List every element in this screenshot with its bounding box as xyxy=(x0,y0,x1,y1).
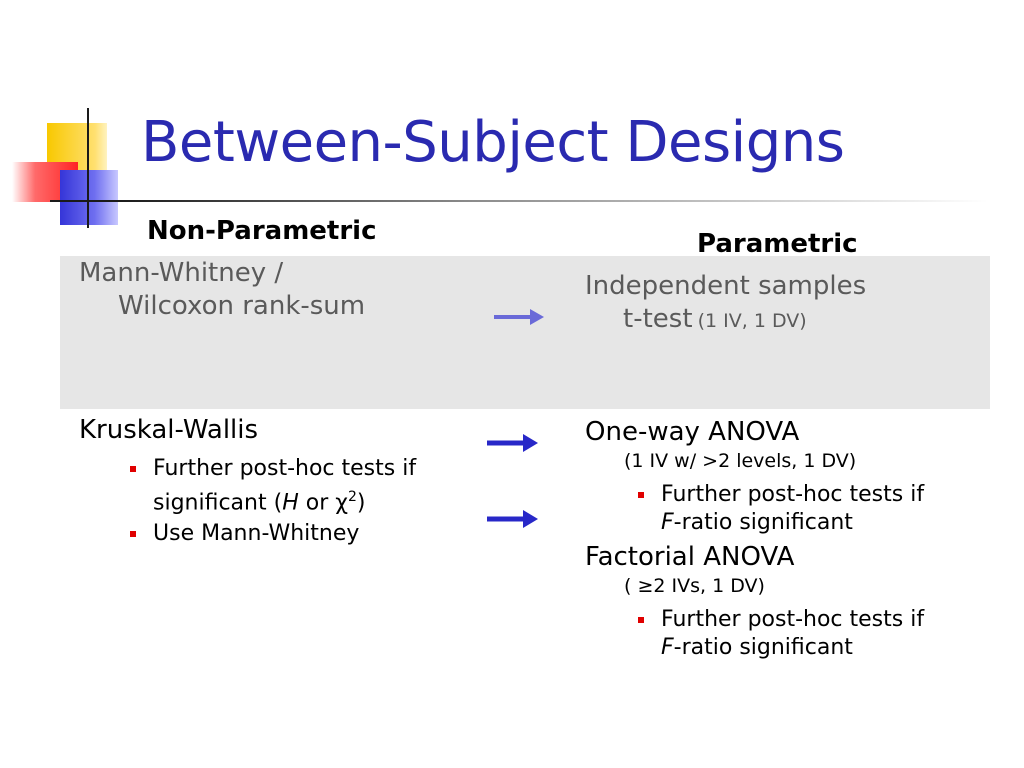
bullet-square-icon xyxy=(130,466,136,472)
text-fragment: -ratio significant xyxy=(673,635,853,660)
text-fragment: significant ( xyxy=(153,490,283,516)
row2-left-bullet1-line2: significant (H or χ2) xyxy=(153,483,416,517)
header-parametric: Parametric xyxy=(697,229,858,259)
arrow-right-icon xyxy=(494,309,544,325)
row2-oneway-paren: (1 IV w/ >2 levels, 1 DV) xyxy=(624,450,857,472)
row2-left-bullet2: Use Mann-Whitney xyxy=(130,520,359,548)
row1-highlight-band xyxy=(60,256,990,409)
row2-oneway-bullet: Further post-hoc tests if F-ratio signif… xyxy=(638,481,924,537)
bullet-square-icon xyxy=(130,531,136,537)
decor-vertical-line xyxy=(87,108,89,228)
row1-right-paren: (1 IV, 1 DV) xyxy=(697,310,807,332)
row2-factorial-bullet-line2: F-ratio significant xyxy=(661,634,924,662)
bullet-square-icon xyxy=(638,492,644,498)
text-fragment: ) xyxy=(356,490,366,516)
text-fragment-f: F xyxy=(661,510,674,535)
decor-blue-square xyxy=(60,170,118,225)
row2-oneway-bullet-line2: F-ratio significant xyxy=(661,509,924,537)
row2-factorial-paren: ( ≥2 IVs, 1 DV) xyxy=(624,575,765,597)
row2-left-bullet1: Further post-hoc tests if significant (H… xyxy=(130,455,416,517)
row1-right-line2: t-test (1 IV, 1 DV) xyxy=(623,304,807,334)
arrow-right-icon xyxy=(487,434,538,452)
text-fragment-h: H xyxy=(282,490,299,516)
row2-left-bullet2-text: Use Mann-Whitney xyxy=(153,521,360,546)
row2-factorial-title: Factorial ANOVA xyxy=(585,542,795,572)
arrow-right-icon xyxy=(487,510,538,528)
bullet-square-icon xyxy=(638,617,644,623)
row2-oneway-bullet-line1: Further post-hoc tests if xyxy=(661,482,925,507)
row2-left-title: Kruskal-Wallis xyxy=(79,415,259,445)
row1-right-ttest: t-test xyxy=(623,304,693,334)
row1-left-line2: Wilcoxon rank-sum xyxy=(118,291,366,321)
row2-factorial-bullet: Further post-hoc tests if F-ratio signif… xyxy=(638,606,924,662)
slide-title: Between-Subject Designs xyxy=(141,110,845,175)
row2-left-bullet1-line1: Further post-hoc tests if xyxy=(153,456,417,481)
text-fragment: or xyxy=(298,490,336,516)
text-fragment-f: F xyxy=(661,635,674,660)
row1-left-line1: Mann-Whitney / xyxy=(79,258,284,288)
row1-right-line1: Independent samples xyxy=(585,271,867,301)
header-non-parametric: Non-Parametric xyxy=(147,216,377,246)
decor-horizontal-line xyxy=(50,200,120,202)
title-underline xyxy=(118,200,988,202)
text-fragment-chi: χ xyxy=(335,490,348,516)
row2-oneway-title: One-way ANOVA xyxy=(585,417,800,447)
text-fragment: -ratio significant xyxy=(673,510,853,535)
text-fragment-sup: 2 xyxy=(347,489,357,505)
row2-factorial-bullet-line1: Further post-hoc tests if xyxy=(661,607,925,632)
